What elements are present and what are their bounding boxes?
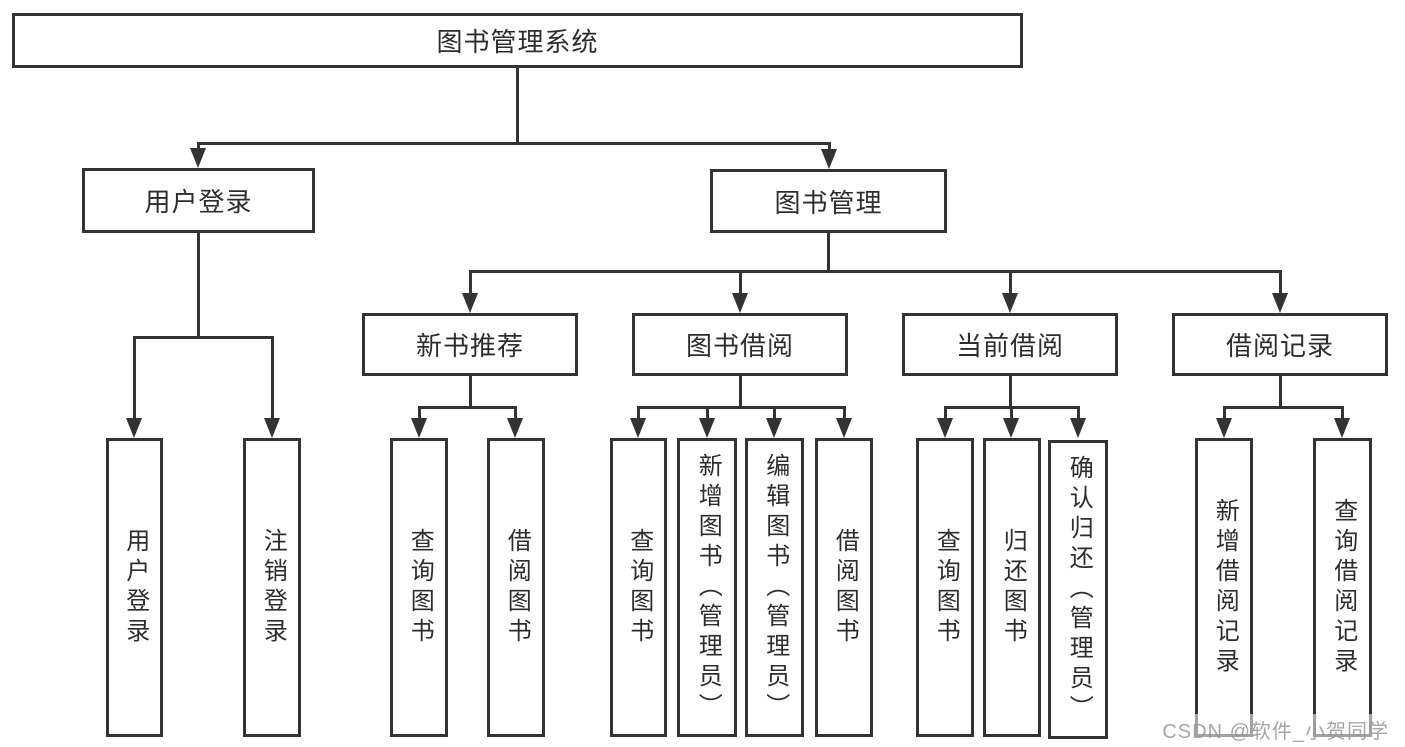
- arrow-down-icon: [264, 418, 280, 438]
- node-label: 新书推荐: [415, 331, 524, 361]
- node-library-management-system: 图书管理系统: [12, 13, 1023, 68]
- connector-leaf-stem: [773, 406, 776, 418]
- connector-borrow-record-stem: [1279, 270, 1282, 293]
- arrow-down-icon: [1070, 418, 1086, 438]
- connector-new-book-down: [469, 376, 472, 406]
- connector-leaf-stem: [1223, 406, 1226, 418]
- connector-user-login-stem: [197, 142, 200, 150]
- node-label: 图书管理: [774, 187, 883, 218]
- leaf-logout: 注销登录: [243, 438, 301, 737]
- leaf-add-borrow-record: 新增借阅记录: [1195, 438, 1253, 737]
- leaf-edit-book-admin: 编辑图书（管理员）: [745, 438, 804, 737]
- leaf-return-book: 归还图书: [983, 438, 1041, 737]
- arrow-down-icon: [1002, 293, 1018, 313]
- connector-book-borrow-stem: [739, 270, 742, 293]
- connector-leaf-stem: [1077, 406, 1080, 418]
- leaf-label: 查询借阅记录: [1329, 497, 1357, 678]
- leaf-label: 查询图书: [406, 527, 434, 648]
- connector-leaf-stem: [418, 406, 421, 418]
- node-book-borrow: 图书借阅: [632, 313, 848, 376]
- node-label: 当前借阅: [955, 331, 1064, 361]
- node-borrow-records: 借阅记录: [1172, 313, 1388, 376]
- node-book-management: 图书管理: [710, 169, 947, 233]
- connector-user-login-down: [197, 233, 200, 336]
- leaf-label: 新增图书（管理员）: [694, 452, 722, 723]
- arrow-down-icon: [1272, 293, 1288, 313]
- leaf-label: 查询图书: [625, 527, 653, 648]
- arrow-down-icon: [821, 149, 837, 169]
- leaf-query-books: 查询图书: [390, 438, 448, 737]
- arrow-down-icon: [507, 418, 523, 438]
- node-label: 借阅记录: [1225, 331, 1334, 361]
- connector-user-login-rail: [133, 336, 274, 339]
- leaf-label: 确认归还（管理员）: [1065, 454, 1093, 725]
- leaf-confirm-return-admin: 确认归还（管理员）: [1048, 440, 1108, 739]
- arrow-down-icon: [766, 418, 782, 438]
- node-label: 图书借阅: [685, 331, 794, 361]
- node-current-borrow: 当前借阅: [902, 313, 1118, 376]
- connector-leaf-stem: [133, 336, 136, 418]
- arrow-down-icon: [190, 148, 206, 168]
- arrow-down-icon: [1216, 418, 1232, 438]
- node-label: 图书管理系统: [436, 27, 599, 57]
- leaf-label: 新增借阅记录: [1211, 497, 1239, 678]
- arrow-down-icon: [1334, 418, 1350, 438]
- connector-current-borrow-down: [1009, 376, 1012, 406]
- arrow-down-icon: [699, 418, 715, 438]
- connector-leaf-stem: [1010, 406, 1013, 418]
- node-user-login: 用户登录: [82, 168, 315, 233]
- connector-level2-rail: [469, 270, 1281, 273]
- connector-leaf-stem: [1341, 406, 1344, 418]
- connector-level1-rail: [197, 142, 831, 145]
- leaf-label: 归还图书: [999, 527, 1027, 648]
- connector-current-borrow-stem: [1009, 270, 1012, 293]
- connector-leaf-stem: [843, 406, 846, 418]
- leaf-user-login: 用户登录: [106, 438, 163, 737]
- connector-book-borrow-down: [739, 376, 742, 406]
- leaf-query-borrow-record: 查询借阅记录: [1313, 438, 1372, 737]
- arrow-down-icon: [126, 418, 142, 438]
- connector-root-stem: [516, 68, 519, 142]
- leaf-add-book-admin: 新增图书（管理员）: [677, 438, 737, 737]
- leaf-label: 编辑图书（管理员）: [761, 452, 789, 723]
- connector-borrow-record-down: [1279, 376, 1282, 406]
- connector-new-book-stem: [469, 270, 472, 293]
- connector-book-borrow-rail: [637, 406, 845, 409]
- watermark: CSDN @软件_小贺同学: [1159, 714, 1392, 745]
- connector-leaf-stem: [514, 406, 517, 418]
- arrow-down-icon: [836, 418, 852, 438]
- leaf-borrow-books: 借阅图书: [815, 438, 873, 737]
- connector-borrow-record-rail: [1223, 406, 1344, 409]
- leaf-borrow-books: 借阅图书: [487, 438, 545, 737]
- leaf-label: 借阅图书: [831, 527, 859, 648]
- connector-leaf-stem: [944, 406, 947, 418]
- leaf-label: 查询图书: [932, 527, 960, 648]
- leaf-query-books: 查询图书: [916, 438, 974, 737]
- arrow-down-icon: [411, 418, 427, 438]
- connector-leaf-stem: [271, 336, 274, 418]
- connector-book-mgmt-down: [827, 233, 830, 270]
- arrow-down-icon: [937, 418, 953, 438]
- arrow-down-icon: [732, 293, 748, 313]
- connector-leaf-stem: [637, 406, 640, 418]
- arrow-down-icon: [462, 293, 478, 313]
- connector-leaf-stem: [706, 406, 709, 418]
- leaf-label: 借阅图书: [503, 527, 531, 648]
- node-new-book-recommend: 新书推荐: [362, 313, 578, 376]
- leaf-query-books: 查询图书: [610, 438, 667, 737]
- connector-book-mgmt-stem: [828, 142, 831, 151]
- arrow-down-icon: [1003, 418, 1019, 438]
- connector-new-book-rail: [418, 406, 516, 409]
- leaf-label: 用户登录: [121, 527, 149, 648]
- leaf-label: 注销登录: [259, 527, 287, 648]
- node-label: 用户登录: [144, 187, 253, 217]
- arrow-down-icon: [630, 418, 646, 438]
